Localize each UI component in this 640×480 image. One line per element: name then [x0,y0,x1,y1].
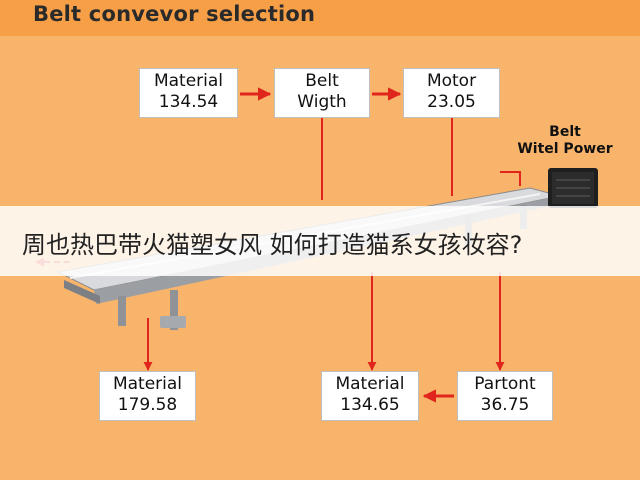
partont-box: Partont 36.75 [457,371,553,421]
material-top-box: Material 134.54 [139,68,238,118]
belt-power-label: Belt Witel Power [506,124,624,158]
belt-power-line2: Witel Power [517,141,613,157]
material-bottom-mid-box: Material 134.65 [321,371,419,421]
material-bottom-mid-value: 134.65 [340,395,400,415]
page-title: Belt convevor selection [33,2,316,26]
partont-value: 36.75 [480,395,530,415]
belt-width-value: Wigth [297,92,347,112]
belt-width-box: Belt Wigth [274,68,370,118]
material-bottom-left-value: 179.58 [117,395,178,415]
title-bar: Belt convevor selection [0,0,640,36]
material-bottom-mid-label: Material [335,374,405,394]
connector-power [500,171,521,186]
motor-block-icon [548,168,598,208]
material-bottom-left-box: Material 179.58 [99,371,196,421]
belt-width-label: Belt [305,71,339,91]
material-top-label: Material [153,71,224,91]
caption-text: 周也热巴带火猫塑女风 如何打造猫系女孩妆容? [22,231,523,259]
belt-power-line1: Belt [549,124,581,140]
motor-box: Motor 23.05 [403,68,500,118]
material-top-value: 134.54 [158,92,219,112]
motor-value: 23.05 [427,92,476,112]
motor-label: Motor [426,71,477,91]
partont-label: Partont [474,374,536,394]
material-bottom-left-label: Material [112,374,183,394]
caption-banner: 周也热巴带火猫塑女风 如何打造猫系女孩妆容? [0,206,640,276]
